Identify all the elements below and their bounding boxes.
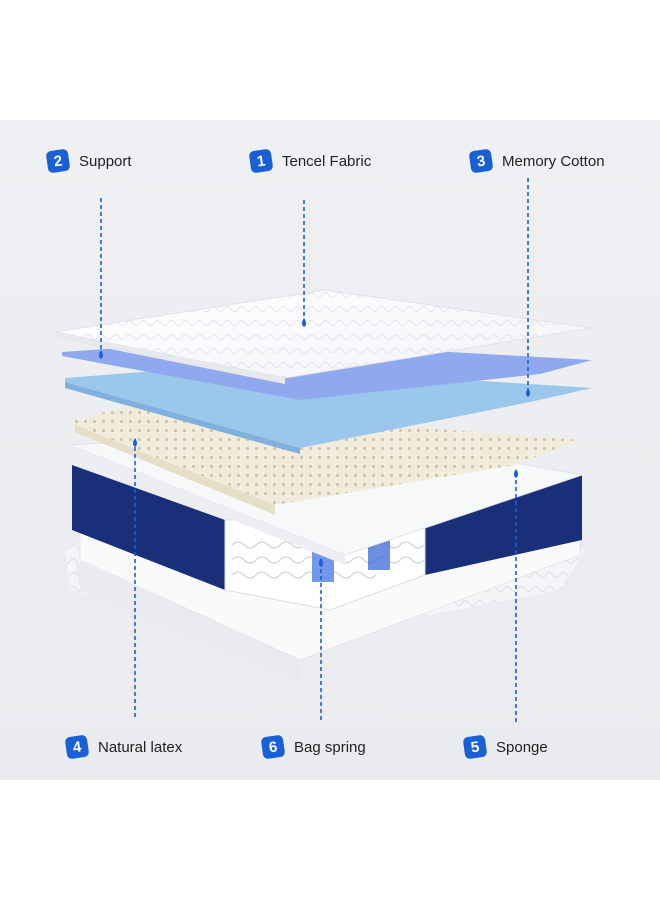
natural-latex-layer xyxy=(75,405,580,515)
marker-tencel xyxy=(302,318,306,327)
label-text-memory-cotton: Memory Cotton xyxy=(502,152,605,170)
badge-tencel-fabric: 1 xyxy=(248,148,274,174)
badge-sponge: 5 xyxy=(462,734,488,760)
marker-sponge xyxy=(514,469,518,478)
label-support: 2 Support xyxy=(45,148,132,174)
label-text-sponge: Sponge xyxy=(496,738,548,756)
marker-memory xyxy=(526,388,530,397)
label-text-natural-latex: Natural latex xyxy=(98,738,183,756)
label-natural-latex: 4 Natural latex xyxy=(64,734,183,760)
tencel-fabric-layer xyxy=(54,289,593,384)
label-bag-spring: 6 Bag spring xyxy=(260,734,366,760)
label-text-bag-spring: Bag spring xyxy=(294,738,366,756)
marker-spring xyxy=(319,558,323,567)
label-sponge: 5 Sponge xyxy=(462,734,548,760)
marker-support xyxy=(99,350,103,359)
diagram-panel: 2 Support 1 Tencel Fabric 3 Memory Cotto… xyxy=(0,120,660,780)
badge-bag-spring: 6 xyxy=(260,734,286,760)
label-text-support: Support xyxy=(79,152,132,170)
label-text-tencel-fabric: Tencel Fabric xyxy=(282,152,372,170)
marker-latex xyxy=(133,438,137,447)
badge-support: 2 xyxy=(45,148,71,174)
label-memory-cotton: 3 Memory Cotton xyxy=(468,148,605,174)
memory-cotton-layer xyxy=(65,365,592,454)
label-tencel-fabric: 1 Tencel Fabric xyxy=(248,148,372,174)
badge-natural-latex: 4 xyxy=(64,734,90,760)
mattress-illustration xyxy=(54,178,593,722)
badge-memory-cotton: 3 xyxy=(468,148,494,174)
